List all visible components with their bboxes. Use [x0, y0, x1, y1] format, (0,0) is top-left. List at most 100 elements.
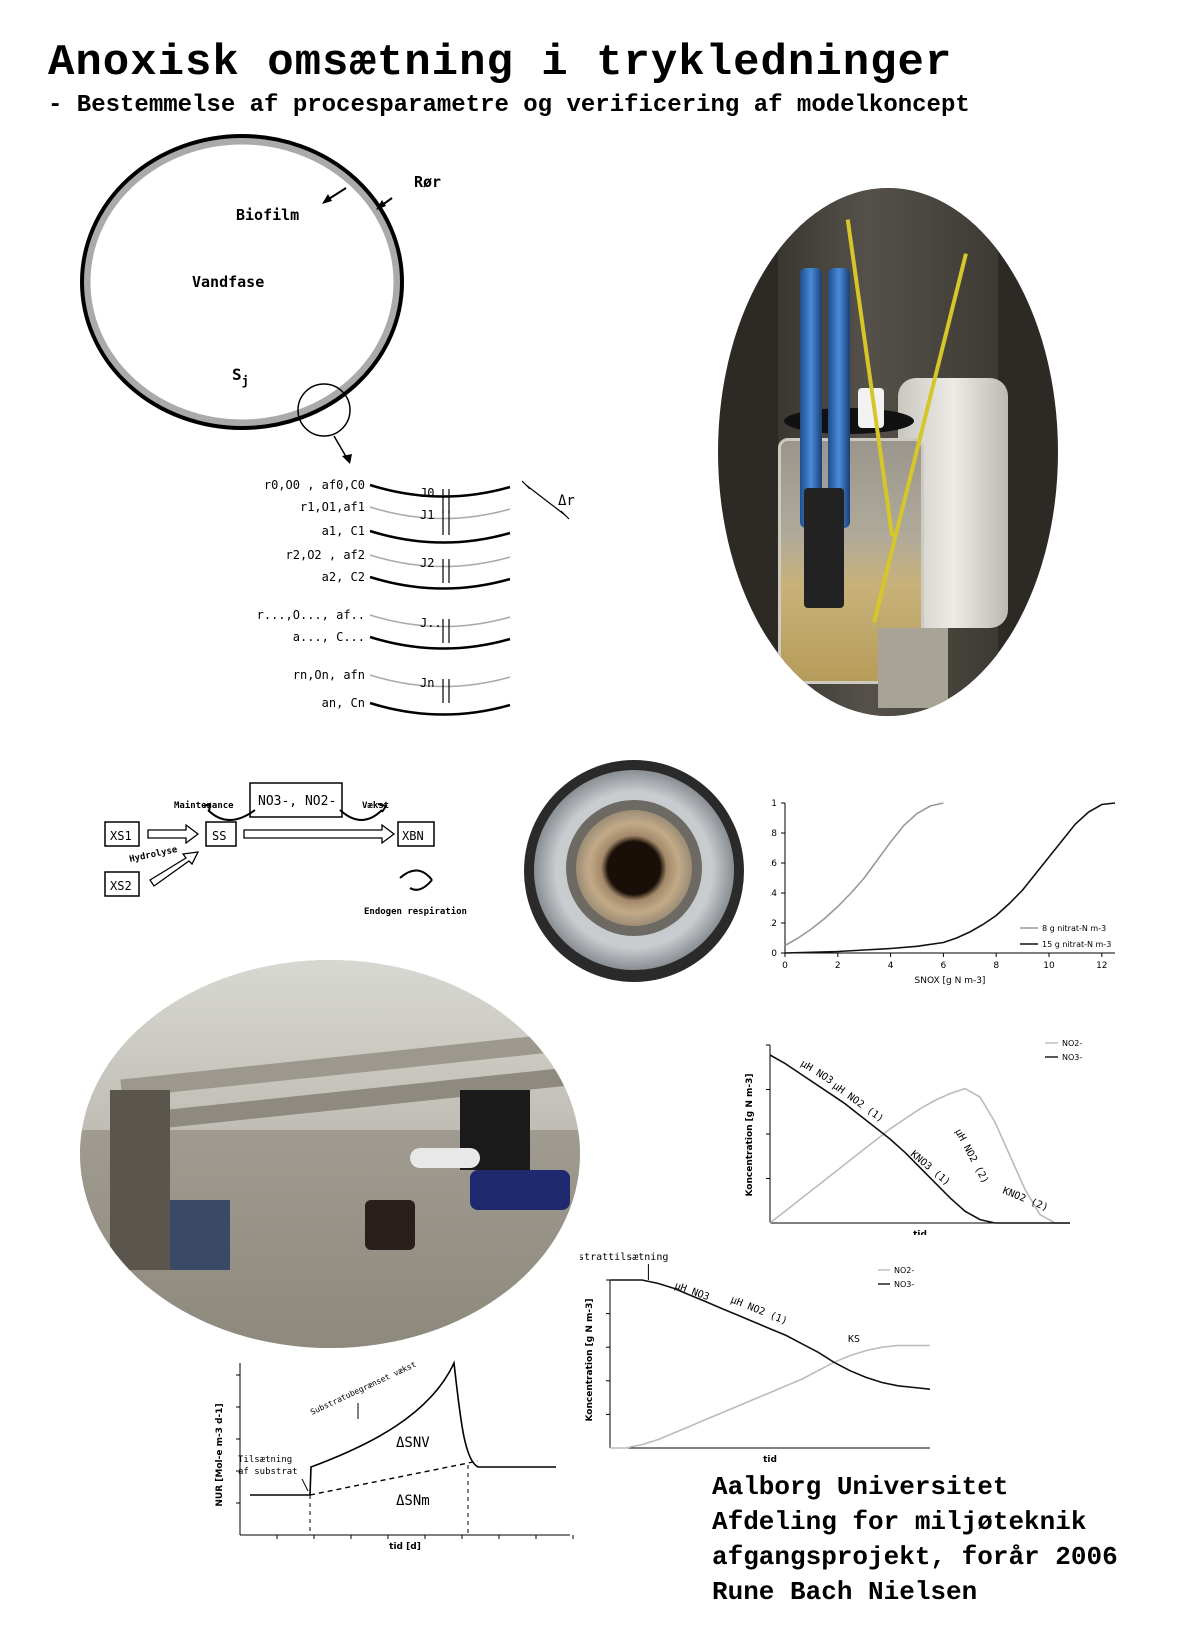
x-tick-label: 8 [993, 961, 999, 971]
footer-project: afgangsprojekt, forår 2006 [712, 1542, 1118, 1572]
label-sj: Sj [232, 365, 249, 388]
x-tick-label: 6 [941, 961, 947, 971]
layer-line [369, 529, 511, 544]
ss-label: SS [212, 829, 226, 843]
x-axis-label: tid [913, 1230, 927, 1235]
xbn-label: XBN [402, 829, 424, 843]
conc1-no3- [769, 1054, 1070, 1224]
layer-line [369, 575, 511, 590]
poster-subtitle: - Bestemmelse af procesparametre og veri… [48, 92, 970, 119]
conc2-no3- [610, 1279, 931, 1390]
layer-line [369, 674, 511, 688]
footer-author: Rune Bach Nielsen [712, 1577, 978, 1607]
layer-line [369, 701, 511, 716]
x-tick-label: 2 [835, 961, 841, 971]
layer-label: r0,O0 , af0,C0 [264, 478, 365, 492]
xs2-label: XS2 [110, 879, 132, 893]
lab-setup-photo [80, 960, 580, 1348]
layer-label: rn,On, afn [293, 668, 365, 682]
annotation-label: Substrattilsætning [580, 1252, 668, 1263]
x-axis-label: tid [d] [389, 1542, 421, 1552]
annotation-label: Tilsætning [238, 1455, 292, 1465]
layer-label: a2, C2 [322, 570, 365, 584]
y-tick-label: 1 [771, 799, 777, 809]
footer-block: Aalborg Universitet Afdeling for miljøte… [712, 1470, 1118, 1610]
y-axis-label: Koncentration [g N m-3] [585, 1298, 595, 1421]
footer-university: Aalborg Universitet [712, 1472, 1009, 1502]
pipe-section-photo [524, 760, 744, 982]
xs1-label: XS1 [110, 829, 132, 843]
chart-nur: tid [d]NUR [Mol-e m-3 d-1]Substratubegræ… [215, 1360, 574, 1552]
conc1-no2- [769, 1087, 1070, 1224]
annotation-label: μH NO2 (1) [729, 1295, 789, 1328]
legend-label: NO3- [894, 1280, 914, 1289]
hydrolysis-label: Hydrolyse [129, 845, 179, 865]
annotation-label: μH NO2 (2) [952, 1127, 990, 1185]
layer-line [369, 614, 511, 628]
label-delta-r: Δr [558, 493, 575, 509]
y-axis-label: NUR [Mol-e m-3 d-1] [215, 1403, 225, 1506]
y-axis-label: Koncentration [g N m-3] [745, 1073, 755, 1196]
annotation-label: ΔSNV [396, 1435, 430, 1451]
chart-concentration-2: tid Koncentration [g N m-3] NO2- NO3- Substr… [580, 1252, 931, 1465]
legend-label: NO2- [1062, 1039, 1082, 1048]
y-tick-label: 0 [771, 949, 777, 959]
legend-label: NO3- [1062, 1053, 1082, 1062]
baseline-dashed [309, 1460, 479, 1496]
x-tick-label: 10 [1043, 961, 1055, 971]
annotation-arrow [301, 1478, 309, 1492]
conc2-no2- [610, 1344, 930, 1449]
annotation-label: μH NO3 [798, 1058, 834, 1086]
y-tick-label: 0.6 [770, 859, 777, 869]
growth-label: Vækst [362, 801, 389, 811]
annotation-label: μH NO2 (1) [830, 1081, 885, 1125]
process-diagram: NO3-, NO2- Maintenance Vækst XS1 XS2 SS … [104, 782, 467, 917]
layer-line [369, 483, 511, 498]
x-tick-label: 12 [1096, 961, 1107, 971]
flux-label: J2 [420, 556, 434, 570]
layer-line [369, 554, 511, 568]
x-tick-label: 0 [782, 961, 788, 971]
layer-line [369, 635, 511, 650]
cdf-15-g-nitrat-n-m-3 [784, 802, 1116, 954]
label-water-phase: Vandfase [192, 273, 264, 291]
flux-label: J1 [420, 508, 434, 522]
annotation-label: KNO3 (1) [908, 1149, 952, 1188]
layer-label: a1, C1 [322, 524, 365, 538]
layer-label: r2,O2 , af2 [286, 548, 365, 562]
y-tick-label: 0.2 [770, 919, 777, 929]
legend-label: 8 g nitrat-N m-3 [1042, 924, 1106, 933]
poster-title: Anoxisk omsætning i trykledninger [48, 38, 953, 88]
annotation-label: af substrat [238, 1467, 298, 1477]
legend-label: 15 g nitrat-N m-3 [1042, 940, 1111, 949]
footer-department: Afdeling for miljøteknik [712, 1507, 1087, 1537]
endogenous-label: Endogen respiration [364, 906, 467, 917]
pipe-diagram: Rør Biofilm Vandfase Sj [80, 134, 441, 464]
acceptor-label: NO3-, NO2- [258, 794, 336, 809]
label-pipe: Rør [414, 173, 441, 191]
x-axis-label: SNOX [g N m-3] [915, 976, 986, 986]
flux-label: J.. [420, 616, 442, 630]
cdf-8-g-nitrat-n-m-3 [784, 802, 944, 947]
annotation-label: KS [848, 1334, 860, 1345]
flux-label: Jn [420, 676, 434, 690]
y-tick-label: 0.8 [770, 829, 777, 839]
layer-label: r1,O1,af1 [300, 500, 365, 514]
label-biofilm: Biofilm [236, 206, 299, 224]
layer-label: an, Cn [322, 696, 365, 710]
annotation-label: μH NO3 [673, 1280, 711, 1303]
x-axis-label: tid [763, 1455, 777, 1465]
x-tick-label: 4 [888, 961, 894, 971]
chart-concentration-1: tid Koncentration [g N m-3] NO2- NO3- μH NO3… [745, 1039, 1082, 1235]
sensor-jar-photo [718, 188, 1058, 716]
layer-line [369, 506, 511, 520]
annotation-label: ΔSNm [396, 1493, 430, 1509]
layer-label: a..., C... [293, 630, 365, 644]
nur-curve [250, 1360, 556, 1496]
layer-label: r...,O..., af.. [257, 608, 365, 622]
y-tick-label: 0.4 [770, 889, 777, 899]
flux-label: J0 [420, 486, 434, 500]
legend-label: NO2- [894, 1266, 914, 1275]
